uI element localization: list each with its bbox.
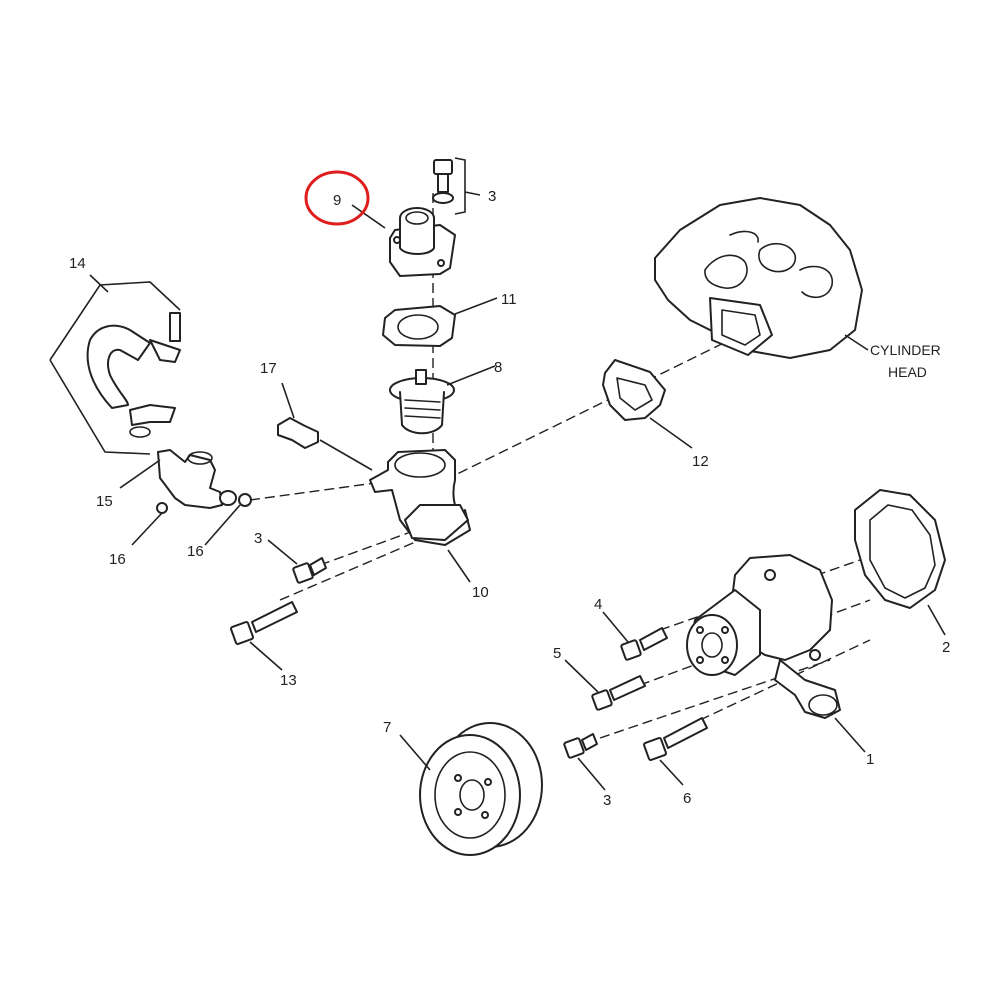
cylinder-head	[654, 197, 869, 359]
callout-11: 11	[501, 291, 517, 308]
callout-1: 1	[866, 751, 874, 768]
callout-labels: 9 3 11 8 17 14 12 15 16 16 3 10 13 2 4 5…	[69, 188, 950, 809]
part-3-mid-bolt	[267, 539, 327, 584]
part-3-bottom-nut	[563, 733, 606, 791]
part-17-sensor	[277, 382, 373, 471]
callout-8: 8	[494, 359, 502, 376]
callout-6: 6	[683, 790, 691, 807]
part-4-bolt	[602, 611, 668, 661]
part-6-bolt	[643, 717, 708, 786]
callout-3-top: 3	[488, 188, 496, 205]
callout-16-left: 16	[109, 551, 126, 568]
part-7-pulley	[399, 722, 543, 856]
callout-7: 7	[383, 719, 391, 736]
part-15-pipe-fitting	[119, 449, 252, 546]
callout-16-right: 16	[187, 543, 204, 560]
callout-2: 2	[942, 639, 950, 656]
cylinder-head-label-line2: HEAD	[888, 364, 927, 380]
callout-9-highlight-ring	[304, 170, 370, 226]
part-3-top-bolt	[432, 157, 481, 215]
callout-14: 14	[69, 255, 86, 272]
callout-9: 9	[333, 192, 341, 209]
callout-12: 12	[692, 453, 709, 470]
part-10-thermostat-housing	[369, 449, 471, 583]
part-12-gasket	[602, 359, 693, 449]
callout-3-bottom: 3	[603, 792, 611, 809]
callout-10: 10	[472, 584, 489, 601]
callout-17: 17	[260, 360, 277, 377]
part-9-thermostat-cover	[351, 204, 456, 277]
callout-15: 15	[96, 493, 113, 510]
part-5-bolt	[564, 659, 646, 711]
callout-3-mid: 3	[254, 530, 262, 547]
part-11-gasket	[382, 297, 498, 347]
callout-5: 5	[553, 645, 561, 662]
part-2-pump-gasket	[854, 489, 946, 636]
callout-4: 4	[594, 596, 602, 613]
callout-13: 13	[280, 672, 297, 689]
cylinder-head-label-line1: CYLINDER	[870, 342, 941, 358]
part-14-hose	[49, 274, 181, 455]
part-1-water-pump	[686, 554, 866, 753]
part-8-thermostat	[389, 365, 496, 435]
part-13-long-bolt	[230, 601, 298, 671]
